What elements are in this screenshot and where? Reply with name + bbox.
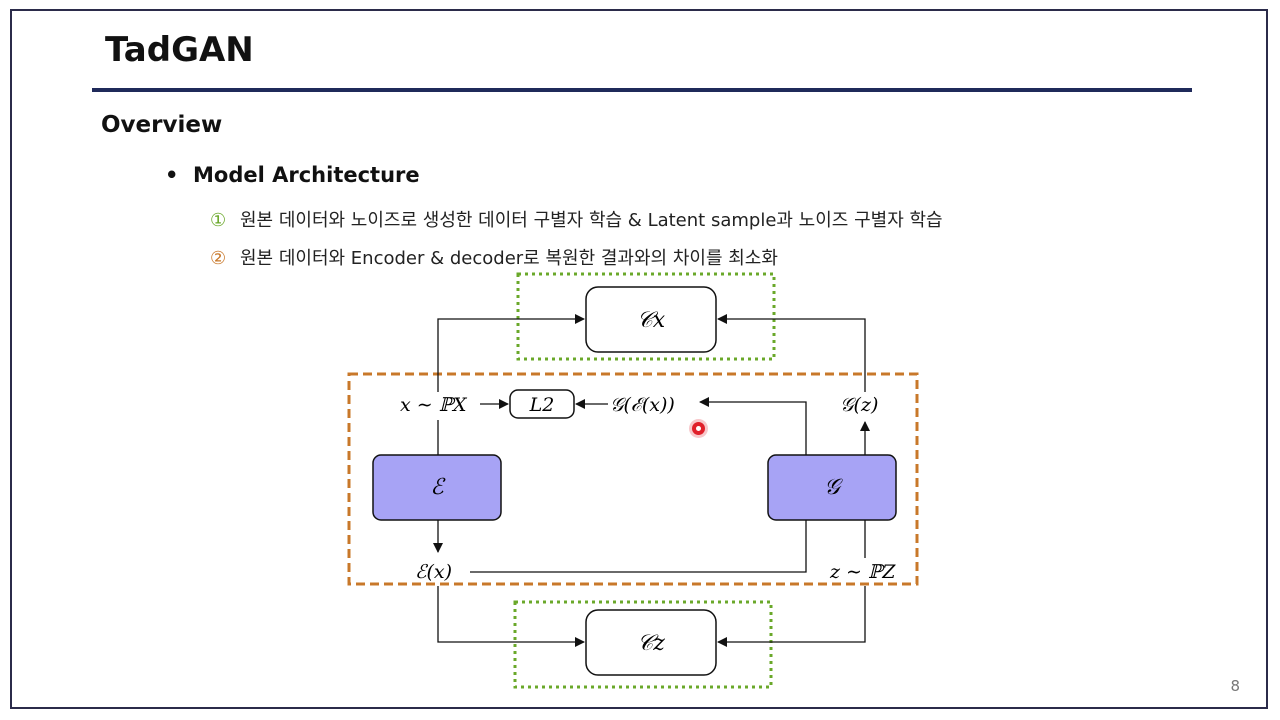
arrow-ex-to-critic-z (437, 586, 585, 647)
arrow-x-to-critic-x (437, 314, 585, 392)
critic-x-group-outline (516, 272, 776, 361)
laser-pointer-icon (692, 422, 705, 435)
e-of-x-label: ℰ(x) (415, 561, 452, 583)
arrow-z-to-critic-z (717, 586, 866, 647)
critic-x-box (585, 286, 717, 353)
numbered-item-2: ② 원본 데이터와 Encoder & decoder로 복원한 결과와의 차이를… (210, 244, 778, 270)
architecture-diagram: 𝒞x 𝒞z ℰ 𝒢 L2 x ∼ ℙX 𝒢(ℰ(x)) 𝒢(z) ℰ(x) z … (347, 272, 919, 689)
generator-block (767, 454, 897, 521)
bullet-dot-icon: • (165, 163, 179, 187)
critic-z-box (585, 609, 717, 676)
title-underline (92, 88, 1192, 92)
circled-number-2: ② (210, 248, 227, 269)
item-text-2: 원본 데이터와 Encoder & decoder로 복원한 결과와의 차이를 … (240, 248, 778, 269)
bullet-text: Model Architecture (193, 163, 420, 187)
g-of-z-label: 𝒢(z) (840, 394, 878, 416)
l2-box (509, 389, 575, 419)
slide-title: TadGAN (105, 30, 254, 70)
z-sample-label: z ∼ ℙZ (829, 561, 896, 583)
arrow-generator-to-recon (699, 397, 807, 455)
encoder-label: ℰ (430, 475, 446, 500)
encoder-block (372, 454, 502, 521)
critic-z-group-outline (513, 600, 773, 689)
critic-x-label: 𝒞x (637, 308, 666, 333)
item-text-1: 원본 데이터와 노이즈로 생성한 데이터 구별자 학습 & Latent sam… (240, 210, 943, 231)
generator-label: 𝒢 (824, 475, 843, 500)
bullet-item: • Model Architecture (165, 163, 420, 187)
line-ex-to-generator (470, 520, 807, 573)
l2-label: L2 (529, 394, 555, 416)
circled-number-1: ① (210, 210, 227, 231)
x-sample-label: x ∼ ℙX (400, 394, 468, 416)
reconstruction-label: 𝒢(ℰ(x)) (610, 394, 675, 416)
numbered-item-1: ① 원본 데이터와 노이즈로 생성한 데이터 구별자 학습 & Latent sa… (210, 206, 943, 232)
section-heading: Overview (101, 112, 223, 138)
page-number: 8 (1230, 677, 1240, 695)
arrow-gz-to-critic-x (717, 314, 866, 392)
critic-z-label: 𝒞z (637, 631, 665, 656)
encoder-generator-group-outline (347, 372, 919, 586)
slide-frame (10, 9, 1268, 709)
